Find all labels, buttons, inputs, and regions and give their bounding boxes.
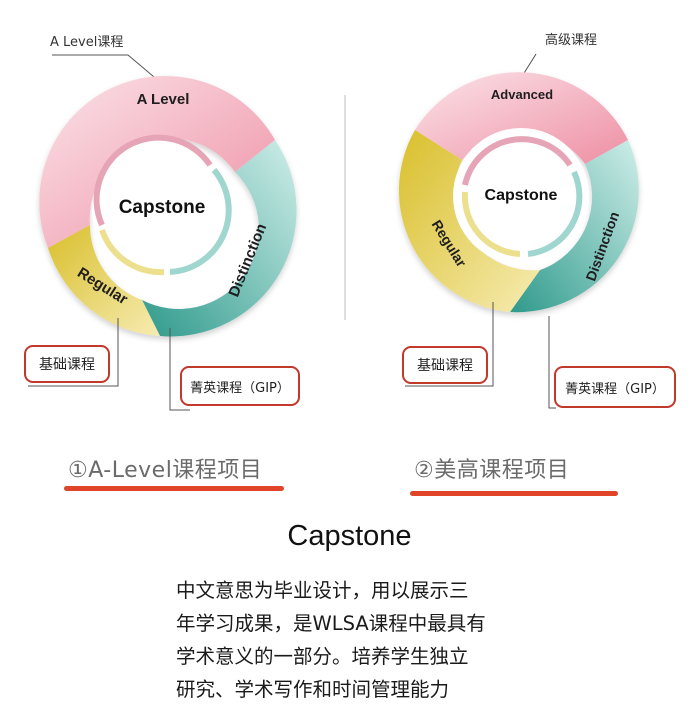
- left-segment-regular: [48, 225, 160, 336]
- left-inner-arc-yellow: [99, 228, 165, 276]
- right-inner-arc-pink: [462, 136, 573, 186]
- right-inner-arc-yellow: [461, 191, 521, 257]
- right-caption-underline: [410, 491, 618, 496]
- left-box-gip-course: 菁英课程（GIP）: [180, 366, 300, 406]
- left-segment-label-a-level: A Level: [137, 91, 190, 108]
- right-box-gip-course: 菁英课程（GIP）: [554, 366, 676, 408]
- left-box-regular-course: 基础课程: [24, 345, 110, 383]
- left-callout-line-regular: [28, 318, 119, 387]
- right-segment-label-advanced: Advanced: [491, 87, 553, 102]
- left-segment-distinction: [142, 140, 297, 337]
- left-inner-arc-teal: [169, 168, 232, 275]
- capstone-description: 中文意思为毕业设计，用以展示三 年学习成果，是WLSA课程中最具有 学术意义的一…: [176, 574, 536, 706]
- left-callout-line-top: [52, 54, 161, 83]
- right-segment-distinction: [510, 140, 639, 313]
- left-inner-arc-pink: [93, 134, 213, 227]
- left-caption-underline: [64, 486, 284, 491]
- left-inner-ring-white: [92, 140, 232, 280]
- right-callout-line-gip: [548, 316, 556, 409]
- left-callout-top-label: A Level课程: [50, 35, 123, 50]
- capstone-title: Capstone: [287, 520, 412, 552]
- right-segment-advanced: [415, 72, 628, 164]
- right-segment-regular: [398, 130, 540, 312]
- description-line: 年学习成果，是WLSA课程中最具有: [176, 612, 486, 635]
- right-caption: ②美高课程项目: [414, 458, 570, 483]
- left-segment-a-level: [39, 75, 275, 248]
- description-line: 研究、学术写作和时间管理能力: [176, 678, 450, 701]
- right-inner-ring-white: [453, 128, 589, 264]
- description-line: 中文意思为毕业设计，用以展示三: [176, 579, 469, 602]
- right-inner-arc-teal: [527, 170, 583, 257]
- right-callout-top-label: 高级课程: [545, 32, 597, 48]
- left-callout-line-gip: [169, 328, 190, 411]
- right-callout-line-regular: [405, 302, 494, 387]
- left-center-label: Capstone: [119, 197, 206, 218]
- left-caption: ①A-Level课程项目: [68, 458, 263, 483]
- description-line: 学术意义的一部分。培养学生独立: [176, 645, 469, 668]
- right-box-regular-course: 基础课程: [402, 346, 488, 384]
- right-center-label: Capstone: [485, 187, 558, 204]
